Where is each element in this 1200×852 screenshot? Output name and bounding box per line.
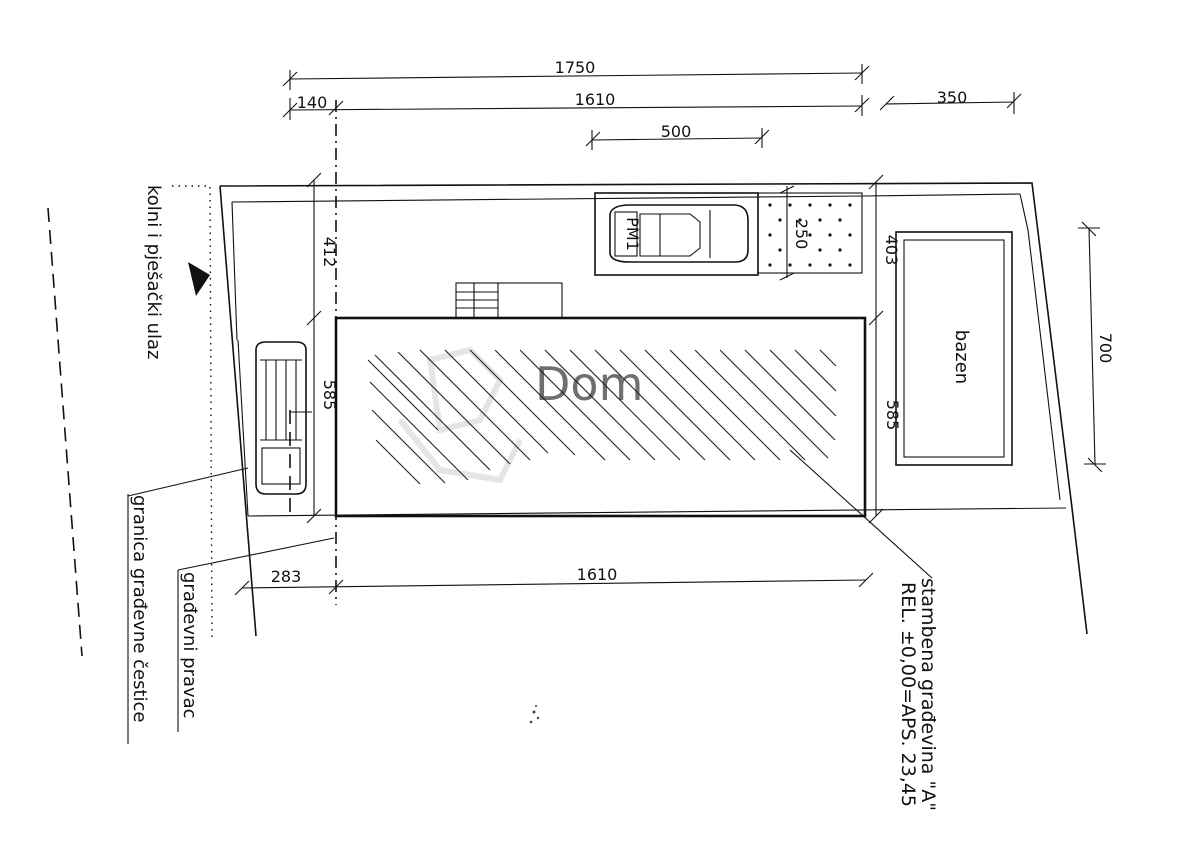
dimension-140-1610-350: 140 1610 350: [282, 88, 1022, 120]
leader-building: [789, 449, 933, 579]
pool: bazen: [895, 231, 1013, 466]
dim-label-283: 283: [271, 567, 302, 586]
dim-label-412: 412: [320, 237, 339, 268]
dim-label-1750: 1750: [555, 58, 596, 77]
plot-boundary-label: granica građevne čestice: [129, 495, 150, 723]
dim-label-250: 250: [792, 219, 811, 250]
dim-label-500: 500: [661, 122, 692, 141]
dim-label-700: 700: [1096, 333, 1115, 364]
dimension-283-1610: 283 1610: [234, 565, 874, 596]
dim-label-350: 350: [937, 88, 968, 107]
dim-label-585-left: 585: [320, 380, 339, 411]
dim-label-1610-bottom: 1610: [577, 565, 618, 584]
road-edge-dashed: [47, 207, 83, 657]
watermark-logo: Dom: [397, 346, 643, 484]
entrance-stairs: [455, 282, 563, 319]
paving-pattern: [768, 203, 852, 267]
parking-space-pm1: PM1 250: [594, 185, 863, 281]
building-hatch: [367, 349, 837, 485]
car-icon-driveway: [255, 341, 307, 495]
entrance-arrow-icon: [188, 262, 210, 296]
building-name-label: stambena građevina "A": [917, 578, 939, 811]
dimension-403-585-right: 403 585: [868, 174, 902, 524]
dimension-500: 500: [585, 122, 770, 150]
building-line-label: građevni pravac: [179, 572, 200, 719]
car-icon: [609, 204, 749, 263]
leader-building-line: [177, 537, 335, 571]
entrance-label: kolni i pješački ulaz: [143, 185, 164, 360]
stray-mark: [529, 705, 540, 724]
main-building: [334, 316, 867, 518]
dim-label-403: 403: [882, 235, 901, 266]
building-level-label: REL. ±0,00=APS. 23,45: [897, 582, 919, 807]
svg-text:Dom: Dom: [535, 357, 643, 411]
dim-label-585-right: 585: [883, 400, 902, 431]
dimension-412-585-left: 412 585: [306, 172, 339, 524]
dim-label-140: 140: [297, 93, 328, 112]
pool-label: bazen: [951, 330, 972, 384]
dimension-700: 700: [1078, 221, 1115, 473]
dimension-1750: 1750: [282, 58, 870, 90]
parking-label: PM1: [623, 217, 642, 251]
plot-outline: [219, 182, 1088, 637]
leader-plot-boundary: [127, 467, 249, 497]
dim-label-1610-top: 1610: [575, 90, 616, 109]
